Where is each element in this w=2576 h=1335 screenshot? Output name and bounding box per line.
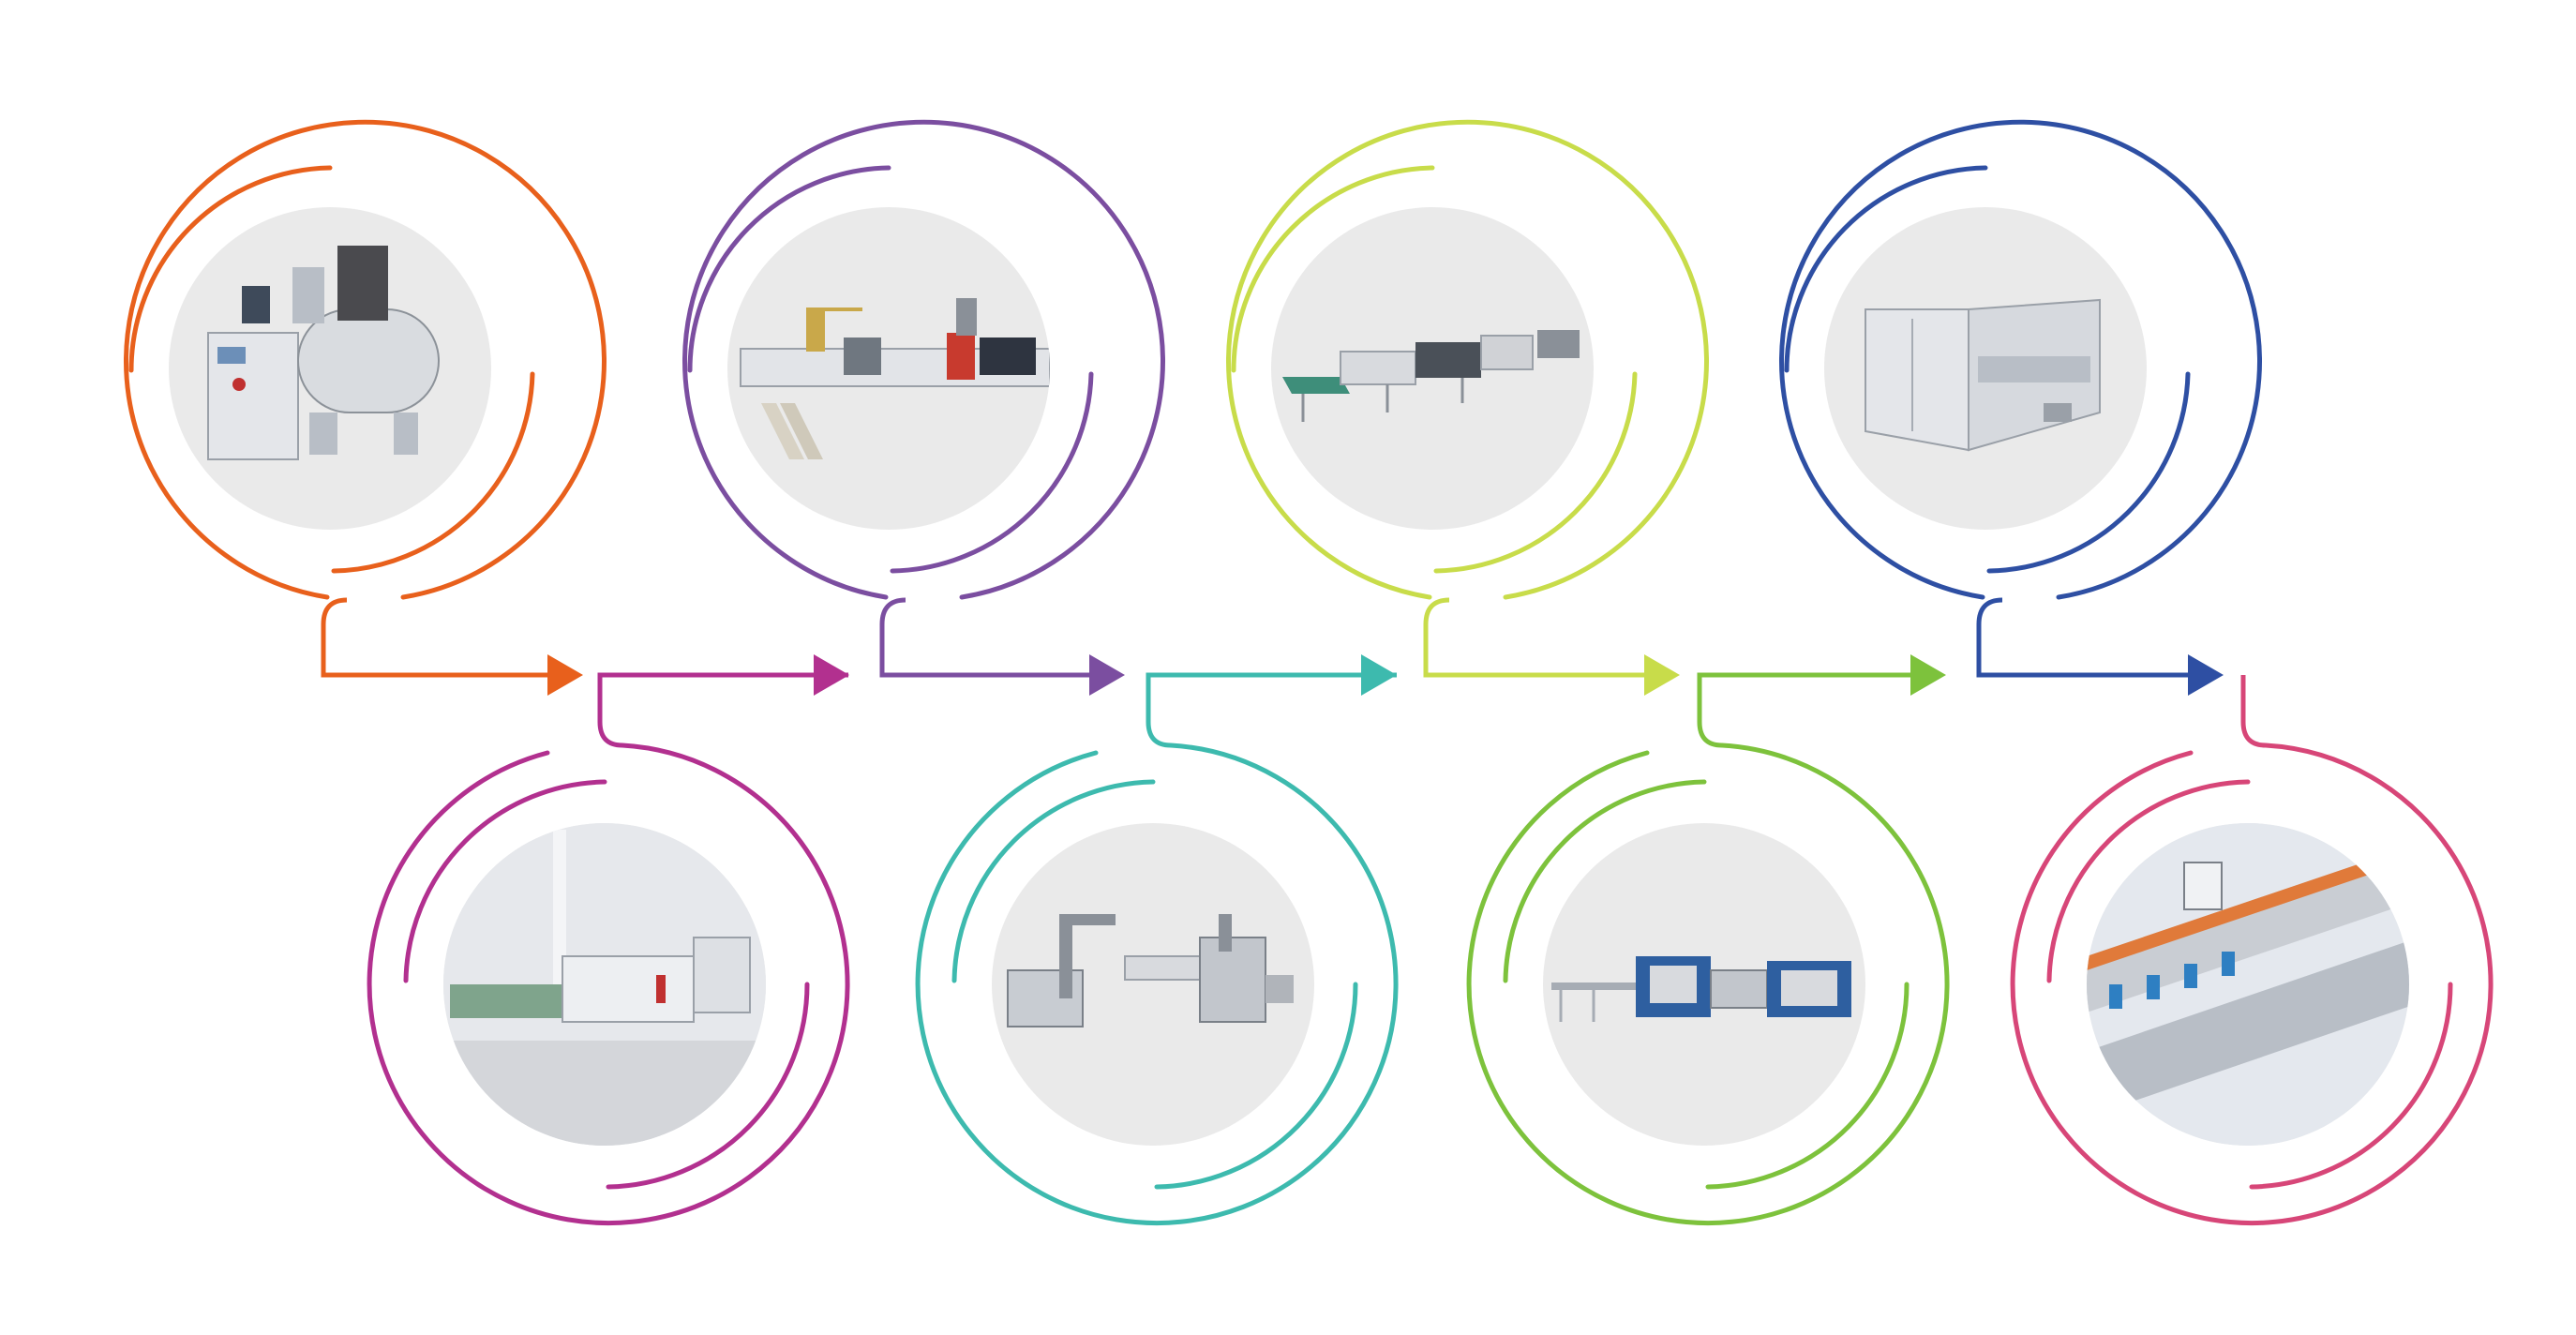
arrow-head (1644, 654, 1680, 696)
inner-ring-lower (331, 371, 535, 574)
packing-line-photo (2087, 823, 2409, 1146)
stage-5-rings (1226, 119, 1709, 600)
inner-ring-lower (890, 371, 1094, 574)
inner-ring-upper (687, 165, 891, 373)
uv-coating-line-photo (1282, 330, 1580, 422)
connector-stage-2 (597, 672, 848, 748)
photo-frame (992, 823, 1314, 1146)
connector-stage-5 (1423, 597, 1646, 678)
stage-2 (367, 654, 850, 1226)
stage-6 (1466, 654, 1950, 1226)
inner-ring-lower (1705, 982, 1910, 1190)
connector-stage-3 (879, 597, 1091, 678)
outer-ring (124, 119, 607, 600)
arrow-head (814, 654, 849, 696)
connector-stage-8 (2240, 675, 2267, 748)
outer-ring (1466, 742, 1950, 1226)
automatic-stacker-photo (1007, 914, 1294, 1028)
connector-stage-1 (321, 597, 549, 678)
stage-4 (915, 654, 1399, 1226)
inner-ring-lower (2249, 982, 2453, 1190)
embossing-machine-photo (1865, 298, 2101, 452)
inner-ring-upper (1503, 779, 1707, 983)
inner-ring-lower (1154, 982, 1358, 1190)
slotting-machine-photo (1551, 956, 1851, 1022)
connector-stage-6 (1697, 672, 1924, 748)
outer-ring (1226, 119, 1709, 600)
stage-3-rings (682, 119, 1165, 600)
inner-ring-lower (1986, 371, 2191, 574)
stage-3 (682, 119, 1165, 696)
inner-ring-lower (606, 982, 810, 1190)
arrow-head (1089, 654, 1125, 696)
stage-1-rings (124, 119, 607, 600)
connector-stage-7 (1976, 597, 2190, 678)
arrow-head (1910, 654, 1946, 696)
stage-6-rings (1466, 742, 1950, 1226)
inner-ring-upper (1231, 165, 1435, 373)
stage-5 (1226, 119, 1709, 696)
arrow-head (1361, 654, 1397, 696)
inner-ring-lower (1433, 371, 1638, 574)
arrow-head (2188, 654, 2224, 696)
stage-4-rings (915, 742, 1399, 1226)
outer-ring (367, 742, 850, 1226)
outer-ring (915, 742, 1399, 1226)
stage-7-rings (1779, 119, 2262, 600)
outer-ring (2010, 742, 2494, 1226)
inner-ring-upper (128, 165, 333, 373)
stage-7 (1779, 119, 2262, 696)
inner-ring-upper (951, 779, 1156, 983)
arrow-head (547, 654, 583, 696)
high-speed-mixer-photo (207, 246, 440, 460)
extrusion-line-photo (740, 298, 1050, 459)
stage-8 (2010, 675, 2494, 1226)
inner-ring-upper (1784, 165, 1988, 373)
stage-2-rings (367, 742, 850, 1226)
inner-ring-upper (2046, 779, 2251, 983)
inner-ring-upper (403, 779, 607, 983)
extrusion-workshop-photo (443, 823, 766, 1146)
stage-1 (124, 119, 607, 696)
outer-ring (682, 119, 1165, 600)
connector-stage-4 (1146, 672, 1397, 748)
outer-ring (1779, 119, 2262, 600)
stage-8-rings (2010, 742, 2494, 1226)
